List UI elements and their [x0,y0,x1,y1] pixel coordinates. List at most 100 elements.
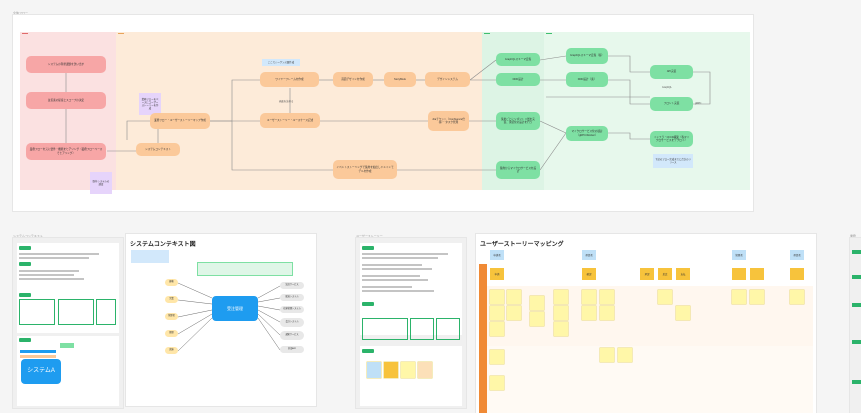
text-line [362,286,412,288]
header-actor-2[interactable]: 承認者 [582,250,596,260]
zone-marker-green [484,33,490,34]
activity-6[interactable] [732,268,746,280]
activity-1[interactable]: 申請 [490,268,504,280]
node-system-context[interactable]: システムコンテキスト [136,143,180,156]
text-line [362,264,422,266]
story-sticky[interactable] [732,290,746,304]
actor-1[interactable]: 顧客 [165,279,178,286]
story-sticky[interactable] [790,290,804,304]
system-center[interactable]: 受注管理 [212,296,258,321]
legend-sticky-light [401,362,415,378]
story-sticky[interactable] [530,312,544,326]
actor-4[interactable]: 経理 [165,330,178,337]
text-line [362,290,434,292]
header-actor-4[interactable]: 承認者 [790,250,804,260]
story-section-tag [362,246,374,250]
actor-5[interactable]: 倉庫 [165,347,178,354]
story-sticky[interactable] [658,290,672,304]
story-sticky[interactable] [600,348,614,362]
text-line [19,257,89,259]
text-line [19,253,99,255]
node-design-system[interactable]: デザインシステム [425,72,470,87]
story-sticky[interactable] [554,322,568,336]
node-repository-layer[interactable]: 集約ごとにリポジトリ層を実装、永続化の設計を行う [496,112,540,130]
label-grpc: gRPC [695,102,702,105]
story-sticky[interactable] [507,306,521,320]
node-story-map[interactable]: 業務フロー・ユーザーストーリーマップ作成 [150,113,210,129]
system-card[interactable]: システムA [21,359,61,384]
story-sticky[interactable] [618,348,632,362]
story-sticky[interactable] [554,290,568,304]
node-infra[interactable]: インフラ・CI/CD構築（各マイクロサービスをデプロイ） [650,131,693,147]
story-sticky[interactable] [507,290,521,304]
section-tag-actor [19,262,31,266]
external-box-1 [19,299,55,325]
external-6[interactable]: 外部API [280,346,304,353]
story-sticky[interactable] [490,290,504,304]
text-line [19,270,79,272]
node-ddd-draft[interactable]: DDD設計（案） [566,72,608,87]
activity-5[interactable]: 支払 [676,268,690,280]
story-sticky[interactable] [554,306,568,320]
legend-sticky-yellow [384,362,398,378]
activity-8[interactable] [790,268,804,280]
text-line [362,257,438,259]
header-actor-1[interactable]: 申請者 [490,250,504,260]
story-lane-2 [487,346,813,413]
external-2[interactable]: 配送システム [280,294,304,301]
story-sticky[interactable] [600,290,614,304]
activity-3[interactable]: 承認 [640,268,654,280]
node-graphql-schema-draft[interactable]: GraphQLスキーマ定義（案） [566,48,608,64]
story-box-1 [362,318,408,340]
external-4[interactable]: 会計システム [280,318,304,327]
external-3[interactable]: 在庫管理システム [280,306,304,313]
node-scope-decision[interactable]: 改善案の提案とスコープの決定 [26,92,106,109]
node-graphql-schema[interactable]: GraphQLスキーマ定義 [496,53,540,66]
story-sticky[interactable] [750,290,764,304]
actor-3[interactable]: 管理者 [165,313,178,320]
node-microservice-study[interactable]: マイクロサービス化の検討（gRPC/Docker） [566,126,608,141]
external-1[interactable]: 決済サービス [280,282,304,289]
node-event-storming[interactable]: イベントストーミングで集約を抽出しドメインモデルを作成 [333,160,397,179]
story-sticky[interactable] [582,306,596,320]
story-swimlane-bar [479,264,487,413]
actor-2[interactable]: 営業 [165,296,178,303]
story-sticky[interactable] [490,350,504,364]
note-blue-sequence[interactable]: ここでシーケンス図作成 [262,59,300,66]
story-sticky[interactable] [676,306,690,320]
story-sticky[interactable] [600,306,614,320]
text-line [362,268,432,270]
note-blue-release[interactable]: 下記のフロー完成までに合計のリリース [653,154,693,168]
sheet-context-label: システムコンテキスト [13,234,43,238]
node-wireframe[interactable]: ワイヤーフレームを作成 [260,72,319,87]
zone-marker-green-2 [546,33,552,34]
node-api[interactable]: API実装 [650,65,693,79]
right-panel[interactable] [850,238,861,413]
legend-bar-orange [20,355,56,358]
note-purple-story[interactable]: 業務フローをベースにユーザーストーリーを作成 [139,93,161,115]
note-purple-survey[interactable]: 既存システムの調査 [90,172,112,194]
node-microservice-design[interactable]: 集約からマイクロサービスを設計 [496,161,540,179]
story-sticky[interactable] [490,322,504,336]
story-sticky[interactable] [582,290,596,304]
node-hearing[interactable]: 業務フローを元に要件・機能をヒアリング（業務フローベースでヒアリング） [26,143,106,160]
node-current-issues[interactable]: システムの現状課題を洗い出す [26,56,106,73]
node-ddd[interactable]: DDD設計 [496,73,540,86]
right-tag-2 [852,275,861,279]
node-user-story[interactable]: ユーザーストーリー・ユースケース記述 [260,113,320,128]
text-line [362,279,428,281]
node-screen-design[interactable]: 画面デザインを作成 [333,72,373,87]
story-sticky[interactable] [490,376,504,390]
story-sticky[interactable] [530,296,544,310]
header-actor-3[interactable]: 管理者 [732,250,746,260]
node-storybook[interactable]: StoryBook [384,72,416,87]
text-line [19,278,84,280]
activity-7[interactable] [750,268,764,280]
node-jira[interactable]: Jiraチケット（Confluence仕様）・タスク管理 [428,111,469,131]
activity-2[interactable]: 確認 [582,268,596,280]
story-sticky[interactable] [490,306,504,320]
node-frontend[interactable]: フロント実装 [650,97,693,111]
zone-marker-pink [22,33,28,34]
external-5[interactable]: 通知サービス [280,331,304,340]
activity-4[interactable]: 差戻 [658,268,672,280]
